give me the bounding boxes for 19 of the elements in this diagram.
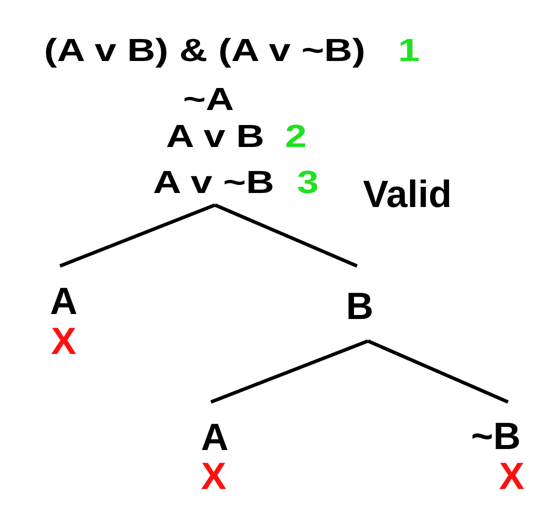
closed-branch-mark: X — [51, 323, 76, 361]
closed-branch-mark: X — [201, 458, 226, 496]
formula: ~B — [471, 418, 521, 456]
formula: (A v B) & (A v ~B) — [44, 34, 366, 66]
branch-line — [214, 203, 358, 268]
verdict-label: Valid — [363, 176, 452, 214]
branch-line — [59, 203, 216, 268]
formula: B — [346, 288, 374, 326]
formula: A v ~B — [153, 166, 274, 198]
formula: ~A — [183, 83, 234, 115]
line-number: 2 — [285, 120, 307, 152]
formula: A — [201, 419, 228, 457]
formula: A — [50, 283, 78, 321]
branch-line — [210, 339, 369, 404]
line-number: 1 — [398, 34, 420, 66]
line-number: 3 — [297, 166, 319, 198]
formula: A v B — [166, 120, 264, 152]
closed-branch-mark: X — [499, 458, 524, 496]
branch-line — [367, 339, 509, 404]
